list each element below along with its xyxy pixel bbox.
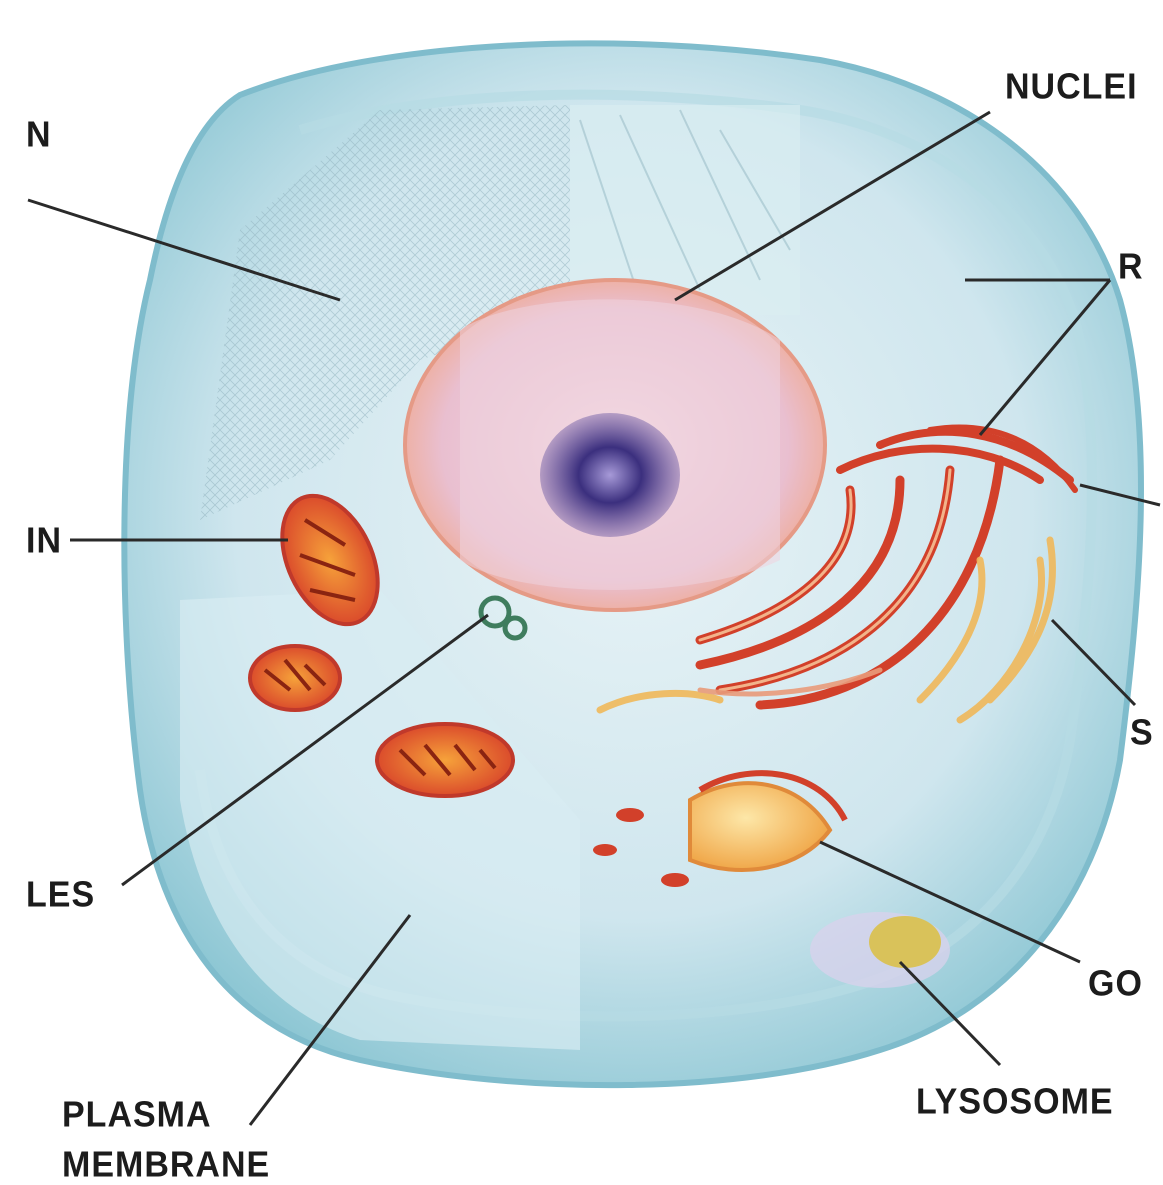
label-golgi: GO bbox=[1088, 966, 1143, 1002]
label-plasma-membrane-line1: PLASMA bbox=[62, 1097, 212, 1133]
label-nucleus: NUCLEI bbox=[1005, 69, 1138, 105]
label-plasma-membrane-line2: MEMBRANE bbox=[62, 1147, 270, 1183]
label-mid-left: IN bbox=[26, 523, 62, 559]
label-right-mid: S bbox=[1130, 715, 1154, 751]
mitochondrion bbox=[250, 646, 340, 710]
nucleus bbox=[405, 280, 825, 610]
label-vesicles: LES bbox=[26, 877, 95, 913]
label-lysosome: LYSOSOME bbox=[916, 1084, 1114, 1120]
nucleolus bbox=[540, 413, 680, 537]
mitochondrion bbox=[377, 724, 513, 796]
label-right-top: R bbox=[1118, 249, 1144, 285]
label-upper-left: N bbox=[26, 117, 52, 153]
lysosome bbox=[810, 912, 950, 988]
